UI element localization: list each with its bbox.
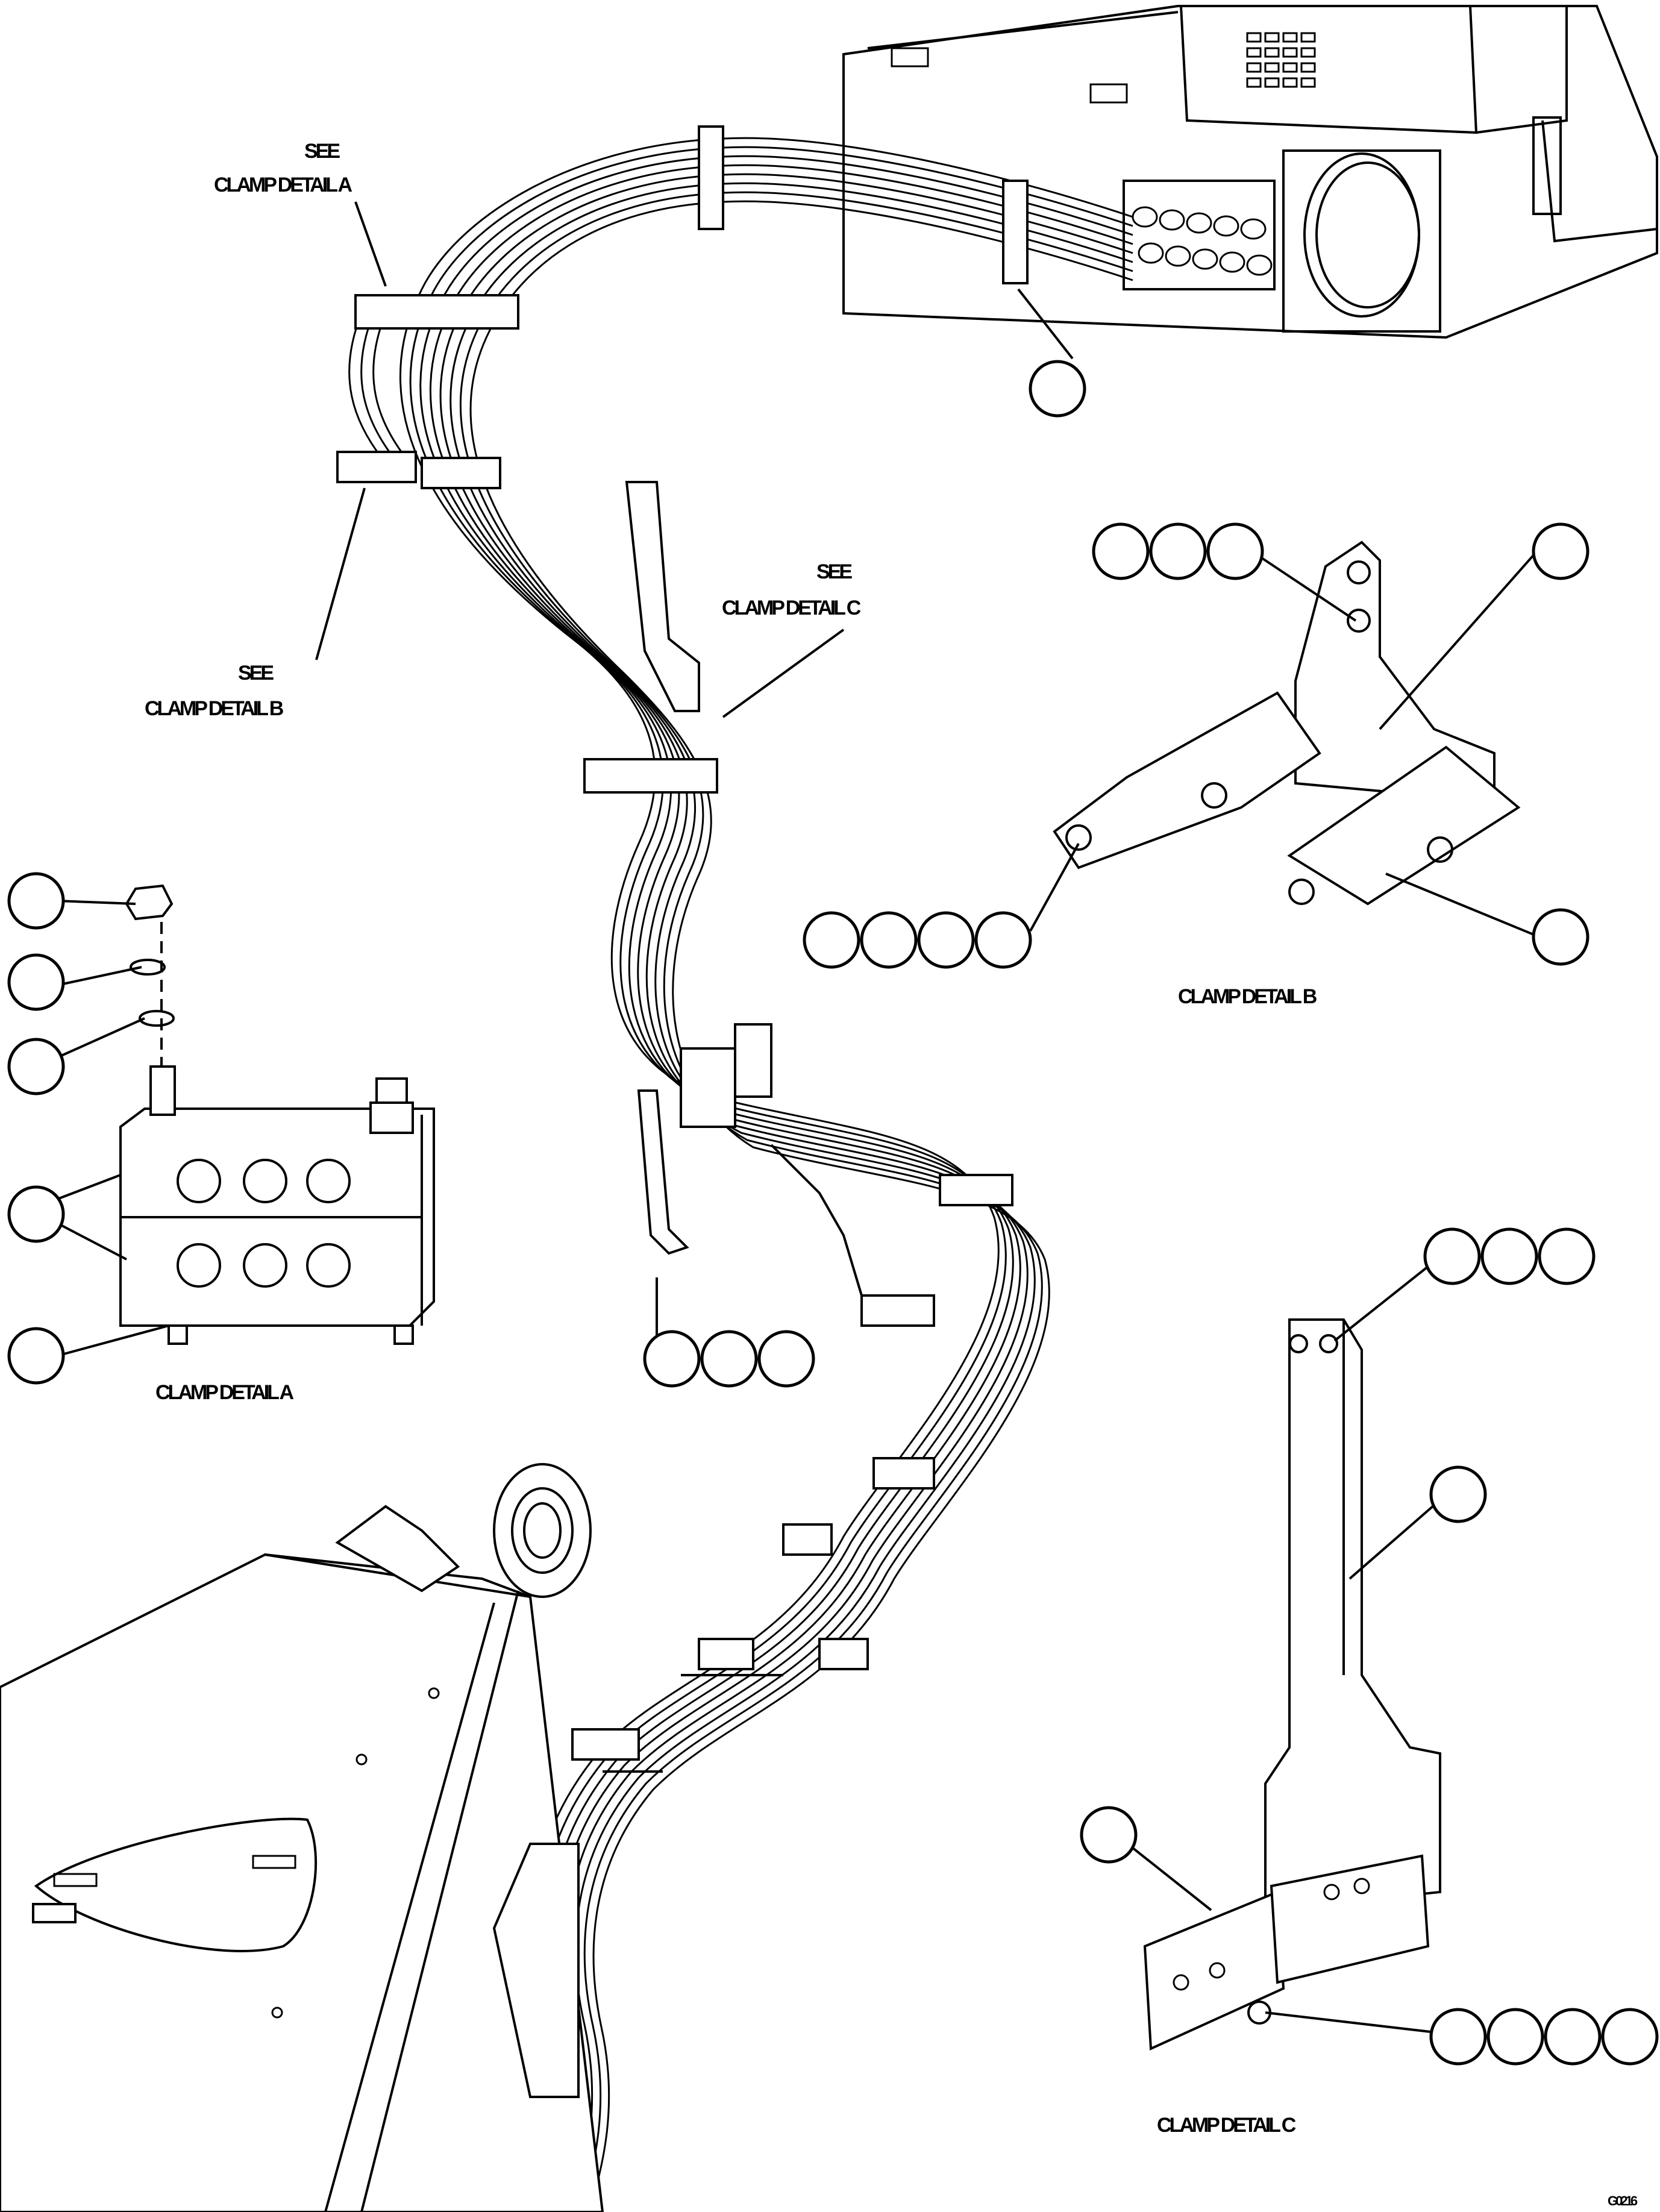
- harness-clamps: [336, 125, 1029, 1773]
- callout-balloon: [1423, 1227, 1481, 1285]
- callout-balloon: [803, 911, 860, 969]
- boom-assembly: [0, 1463, 604, 2212]
- callout-balloon: [860, 911, 918, 969]
- see-label-b: SEE: [238, 662, 274, 685]
- callout-balloon: [643, 1330, 701, 1388]
- figure-id: G0216: [1608, 2193, 1638, 2208]
- callout-balloon: [1538, 1227, 1596, 1285]
- clamp-detail-b-reference: CLAMP DETAIL B: [145, 697, 284, 720]
- callout-balloon: [1080, 1806, 1138, 1864]
- leader-lines: [57, 201, 1541, 2035]
- callout-balloon: [1532, 908, 1590, 966]
- see-label-c: SEE: [816, 560, 852, 583]
- callout-balloon: [917, 911, 975, 969]
- clamp-detail-c-reference: CLAMP DETAIL C: [722, 597, 861, 619]
- callout-balloon: [7, 872, 65, 930]
- callout-balloon: [1029, 360, 1086, 418]
- bracket-mid: [625, 481, 863, 1296]
- cabinet: [842, 5, 1658, 339]
- callout-balloon: [1429, 2008, 1487, 2066]
- clamp-detail-a-reference: CLAMP DETAIL A: [214, 174, 352, 196]
- callout-balloon: [7, 1327, 65, 1385]
- clamp-detail-c: [1143, 1318, 1441, 2051]
- text-labels: SEE CLAMP DETAIL A SEE CLAMP DETAIL B SE…: [145, 140, 1640, 2208]
- callout-balloon: [974, 911, 1032, 969]
- callout-balloon: [7, 1038, 65, 1095]
- clamp-detail-b-caption: CLAMP DETAIL B: [1178, 985, 1317, 1008]
- callout-balloon: [1206, 522, 1264, 580]
- callout-balloon: [1480, 1227, 1538, 1285]
- callout-balloon: [1544, 2008, 1602, 2066]
- clamp-detail-b: [1053, 540, 1521, 906]
- callout-balloon: [1149, 522, 1207, 580]
- clamp-detail-a: [119, 884, 435, 1345]
- clamp-detail-c-caption: CLAMP DETAIL C: [1157, 2114, 1296, 2137]
- callout-balloon: [7, 953, 65, 1011]
- callout-balloon: [1601, 2008, 1659, 2066]
- clamp-detail-a-caption: CLAMP DETAIL A: [155, 1381, 294, 1404]
- callout-balloon: [700, 1330, 758, 1388]
- see-label-a: SEE: [304, 140, 340, 163]
- callout-balloon: [1092, 522, 1150, 580]
- callout-balloon: [1532, 522, 1590, 580]
- callout-balloon: [1486, 2008, 1544, 2066]
- callout-balloon: [757, 1330, 815, 1388]
- callout-balloon: [7, 1185, 65, 1243]
- callout-balloon: [1429, 1465, 1487, 1523]
- callout-balloons: [7, 360, 1659, 2066]
